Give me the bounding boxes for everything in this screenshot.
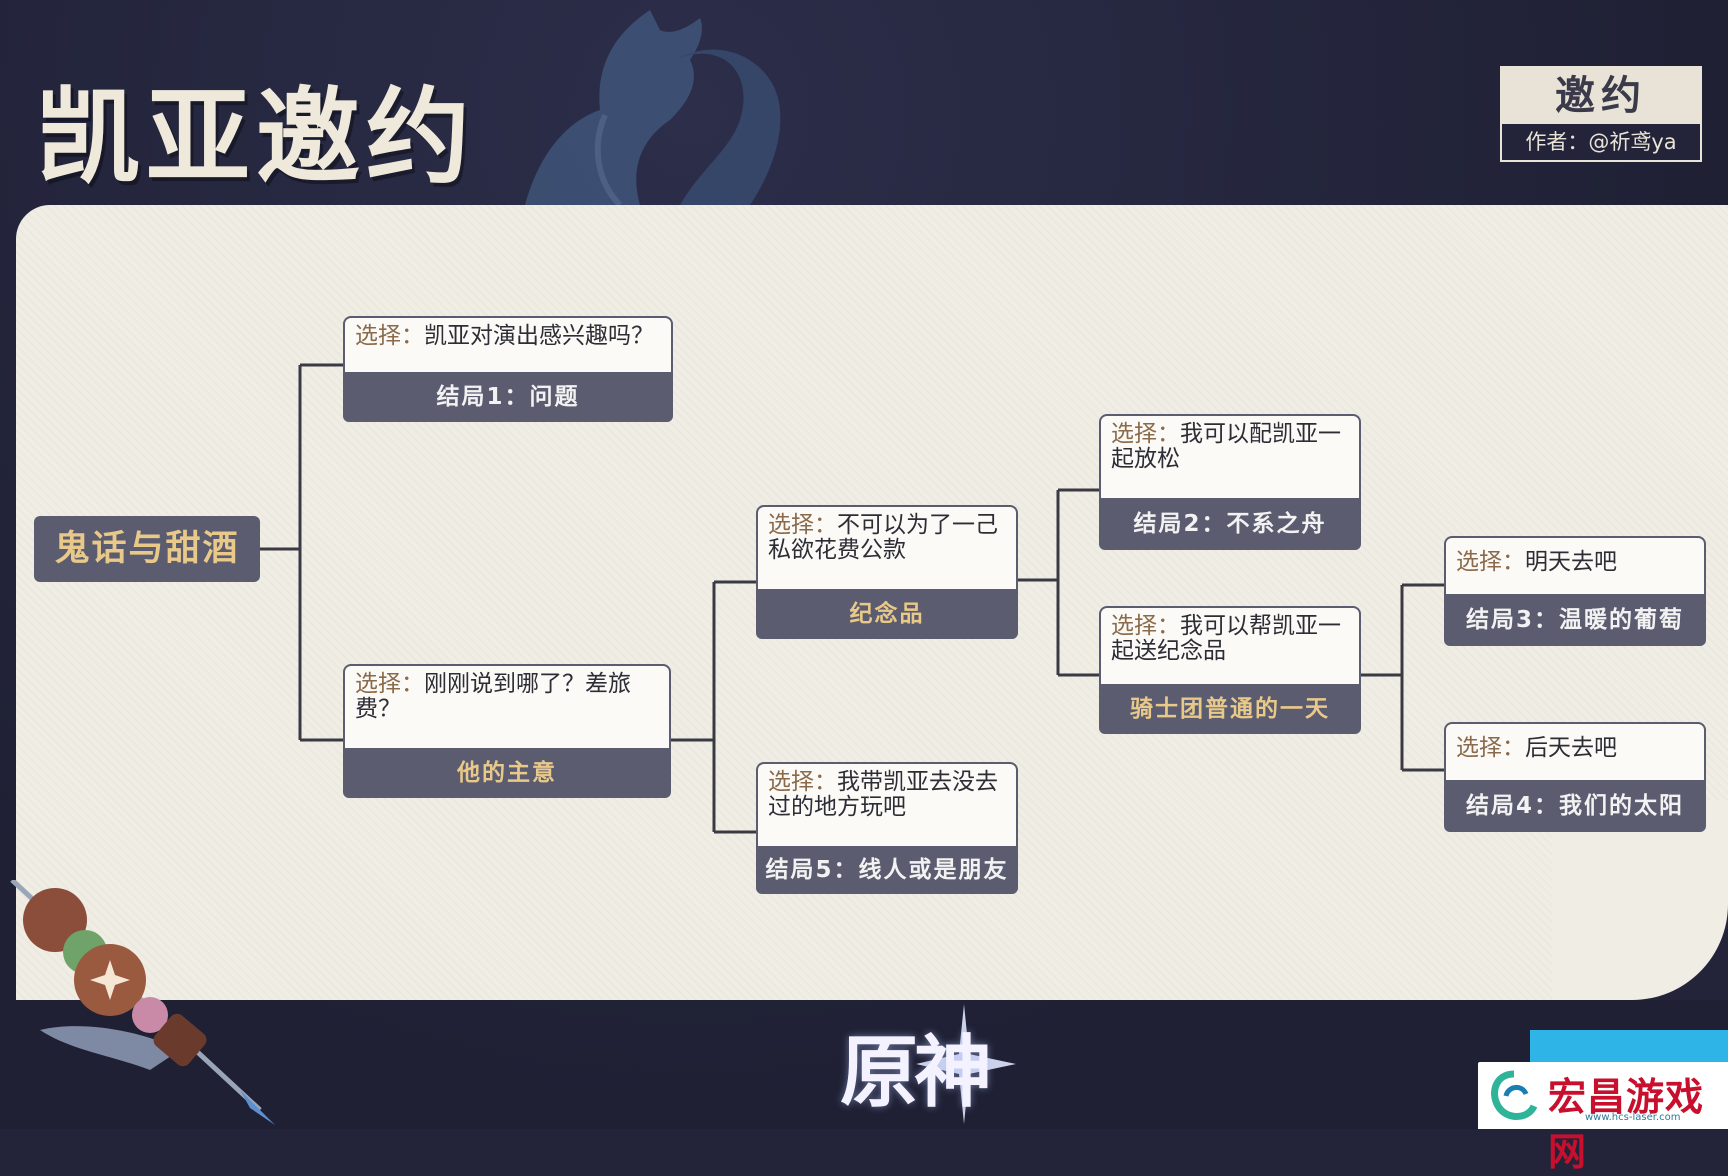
watermark-url: www.hcs-laser.com (1585, 1112, 1681, 1123)
choice-label: 选择： (1111, 421, 1180, 447)
choice-label: 选择： (1111, 613, 1180, 639)
choice-label: 选择： (355, 671, 424, 697)
watermark-swirl-icon (1491, 1070, 1538, 1120)
node-souvenir: 选择：不可以为了一己私欲花费公款 纪念品 (756, 505, 1018, 639)
game-logo-star-icon (916, 1004, 1016, 1124)
choice-box: 选择：我可以帮凯亚一起送纪念品 (1099, 606, 1361, 684)
skewer-icon (10, 880, 275, 1125)
choice-text: 我带凯亚去没去过的地方玩吧 (768, 769, 998, 820)
node-ending-1: 选择：凯亚对演出感兴趣吗？ 结局1：问题 (343, 316, 673, 422)
choice-text: 后天去吧 (1525, 735, 1617, 761)
choice-text: 我可以配凯亚一起放松 (1111, 421, 1341, 472)
choice-box: 选择：刚刚说到哪了？差旅费？ (343, 664, 671, 748)
result-box: 骑士团普通的一天 (1099, 684, 1361, 734)
choice-box: 选择：明天去吧 (1444, 536, 1706, 594)
result-box: 结局3：温暖的葡萄 (1444, 594, 1706, 646)
choice-text: 我可以帮凯亚一起送纪念品 (1111, 613, 1341, 664)
game-logo: 原神 (840, 1027, 992, 1118)
choice-box: 选择：后天去吧 (1444, 722, 1706, 780)
root-node: 鬼话与甜酒 (34, 516, 260, 582)
node-his-idea: 选择：刚刚说到哪了？差旅费？ 他的主意 (343, 664, 671, 798)
choice-box: 选择：我可以配凯亚一起放松 (1099, 414, 1361, 498)
result-box: 结局1：问题 (343, 372, 673, 422)
result-box: 结局5：线人或是朋友 (756, 846, 1018, 894)
page-title: 凯亚邀约 (36, 75, 477, 198)
watermark-bar (1530, 1030, 1728, 1064)
choice-label: 选择： (768, 512, 837, 538)
bird-emblem-icon (525, 10, 781, 205)
choice-label: 选择： (355, 323, 424, 349)
result-box: 纪念品 (756, 589, 1018, 639)
node-ending-5: 选择：我带凯亚去没去过的地方玩吧 结局5：线人或是朋友 (756, 762, 1018, 894)
badge: 邀约 作者：@祈鸢ya (1500, 66, 1702, 162)
board-corner-round (1552, 800, 1728, 1000)
choice-text: 刚刚说到哪了？差旅费？ (355, 671, 631, 722)
node-ending-3: 选择：明天去吧 结局3：温暖的葡萄 (1444, 536, 1706, 646)
result-box: 他的主意 (343, 748, 671, 798)
choice-box: 选择：不可以为了一己私欲花费公款 (756, 505, 1018, 589)
choice-text: 明天去吧 (1525, 549, 1617, 575)
choice-label: 选择： (1456, 549, 1525, 575)
badge-title: 邀约 (1502, 68, 1700, 124)
badge-author: 作者：@祈鸢ya (1525, 130, 1677, 154)
choice-label: 选择： (1456, 735, 1525, 761)
choice-label: 选择： (768, 769, 837, 795)
choice-text: 不可以为了一己私欲花费公款 (768, 512, 998, 563)
choice-box: 选择：我带凯亚去没去过的地方玩吧 (756, 762, 1018, 846)
choice-text: 凯亚对演出感兴趣吗？ (424, 323, 654, 349)
result-box: 结局4：我们的太阳 (1444, 780, 1706, 832)
node-knights-day: 选择：我可以帮凯亚一起送纪念品 骑士团普通的一天 (1099, 606, 1361, 734)
choice-box: 选择：凯亚对演出感兴趣吗？ (343, 316, 673, 372)
node-ending-4: 选择：后天去吧 结局4：我们的太阳 (1444, 722, 1706, 832)
node-ending-2: 选择：我可以配凯亚一起放松 结局2：不系之舟 (1099, 414, 1361, 550)
result-box: 结局2：不系之舟 (1099, 498, 1361, 550)
